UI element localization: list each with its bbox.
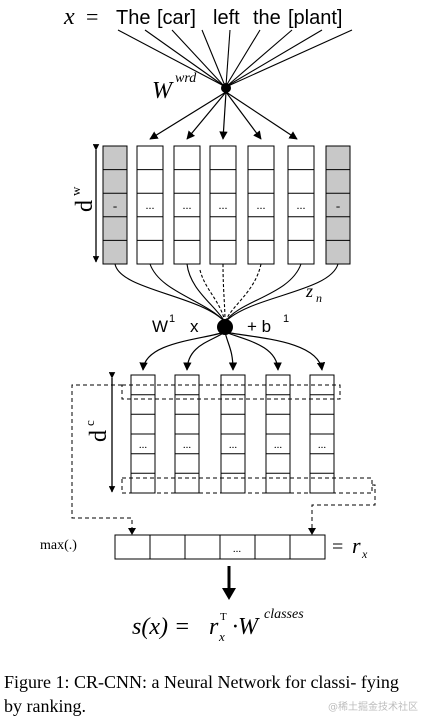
z-subscript: n <box>316 291 322 305</box>
score-r-superscript: T <box>220 611 227 623</box>
dim-word-base: d <box>72 200 98 212</box>
word-column-4: ... <box>247 145 275 265</box>
word-column-3: ... <box>209 145 237 265</box>
rx-equals: = <box>332 536 343 558</box>
word-column-2-ellipsis: ... <box>183 198 192 212</box>
conv-column-4: ... <box>265 374 291 494</box>
dim-word-indicator: d w <box>68 144 100 263</box>
max-vector-ellipsis: ... <box>233 543 242 555</box>
score-r-subscript: x <box>218 629 225 644</box>
score-r-base: r <box>209 614 219 640</box>
equals-sign: = <box>86 4 98 29</box>
token-plant: [plant] <box>288 7 342 29</box>
w-wrd-superscript: wrd <box>175 71 197 86</box>
top-row-highlight <box>121 384 341 400</box>
max-pool-row: max(.) ... = r x <box>40 533 368 561</box>
conv-node: W 1 x + b 1 <box>152 313 289 336</box>
score-w-superscript: classes <box>264 607 304 622</box>
token-the-2: the <box>253 7 281 29</box>
conv-column-4-ellipsis: ... <box>274 439 283 451</box>
w-wrd-base: W <box>152 78 174 104</box>
conv-column-2-ellipsis: ... <box>183 439 192 451</box>
dim-conv-base: d <box>86 430 112 442</box>
conv-column-1: ... <box>130 374 156 494</box>
padding-dash-left: - <box>113 198 117 213</box>
score-lhs: s(x) = <box>132 614 190 640</box>
word-column-3-ellipsis: ... <box>219 198 228 212</box>
padding-dash-right: - <box>336 198 340 213</box>
padding-column-left: - <box>102 145 128 265</box>
dim-conv-superscript: c <box>82 420 97 426</box>
b1-superscript: 1 <box>283 313 289 325</box>
padding-column-right: - <box>325 145 351 265</box>
z-base: z <box>305 281 313 301</box>
wwrd-node: W wrd <box>152 71 231 104</box>
dim-word-superscript: w <box>68 186 83 196</box>
window-curves <box>114 263 339 323</box>
embedding-arrows <box>149 91 298 140</box>
input-sentence: x = The [car] left the [plant] <box>63 4 342 30</box>
rx-subscript: x <box>361 547 368 561</box>
route-left <box>71 384 133 530</box>
token-the: The <box>116 7 150 29</box>
route-right <box>311 484 376 530</box>
x-symbol: x <box>63 4 75 30</box>
embedding-layer: - - ... <box>102 145 351 265</box>
max-label: max(.) <box>40 538 77 553</box>
conv-x: x <box>190 317 199 336</box>
w1-base: W <box>152 317 168 336</box>
watermark: @稀土掘金技术社区 <box>328 702 418 713</box>
figure-caption: Figure 1: CR-CNN: a Neural Network for c… <box>4 672 399 716</box>
score-w: ·W <box>232 614 260 640</box>
conv-column-2: ... <box>174 374 200 494</box>
conv-plus-b: + b <box>247 317 271 336</box>
word-column-1: ... <box>136 145 164 265</box>
z-label: z n <box>305 281 322 305</box>
token-car: [car] <box>157 7 196 29</box>
word-column-1-ellipsis: ... <box>146 198 155 212</box>
word-column-4-ellipsis: ... <box>257 198 266 212</box>
rx-base: r <box>352 533 361 558</box>
score-formula: s(x) = r T x ·W classes <box>132 607 304 644</box>
dim-conv-indicator: d c <box>82 372 116 493</box>
down-arrow-icon <box>222 566 236 600</box>
conv-column-3: ... <box>220 374 246 494</box>
word-column-5-ellipsis: ... <box>297 198 306 212</box>
word-input-lines <box>117 29 353 87</box>
conv-column-1-ellipsis: ... <box>139 439 148 451</box>
w1-superscript: 1 <box>169 313 175 325</box>
conv-arrows <box>139 331 326 371</box>
token-left: left <box>213 7 240 29</box>
pooling-routing <box>71 384 376 530</box>
pooling-route-arrowheads <box>128 528 316 535</box>
word-column-5: ... <box>287 145 315 265</box>
conv-layer: ... ... ... <box>130 374 335 494</box>
conv-column-5: ... <box>309 374 335 494</box>
word-column-2: ... <box>173 145 201 265</box>
conv-column-3-ellipsis: ... <box>229 439 238 451</box>
conv-column-5-ellipsis: ... <box>318 439 327 451</box>
